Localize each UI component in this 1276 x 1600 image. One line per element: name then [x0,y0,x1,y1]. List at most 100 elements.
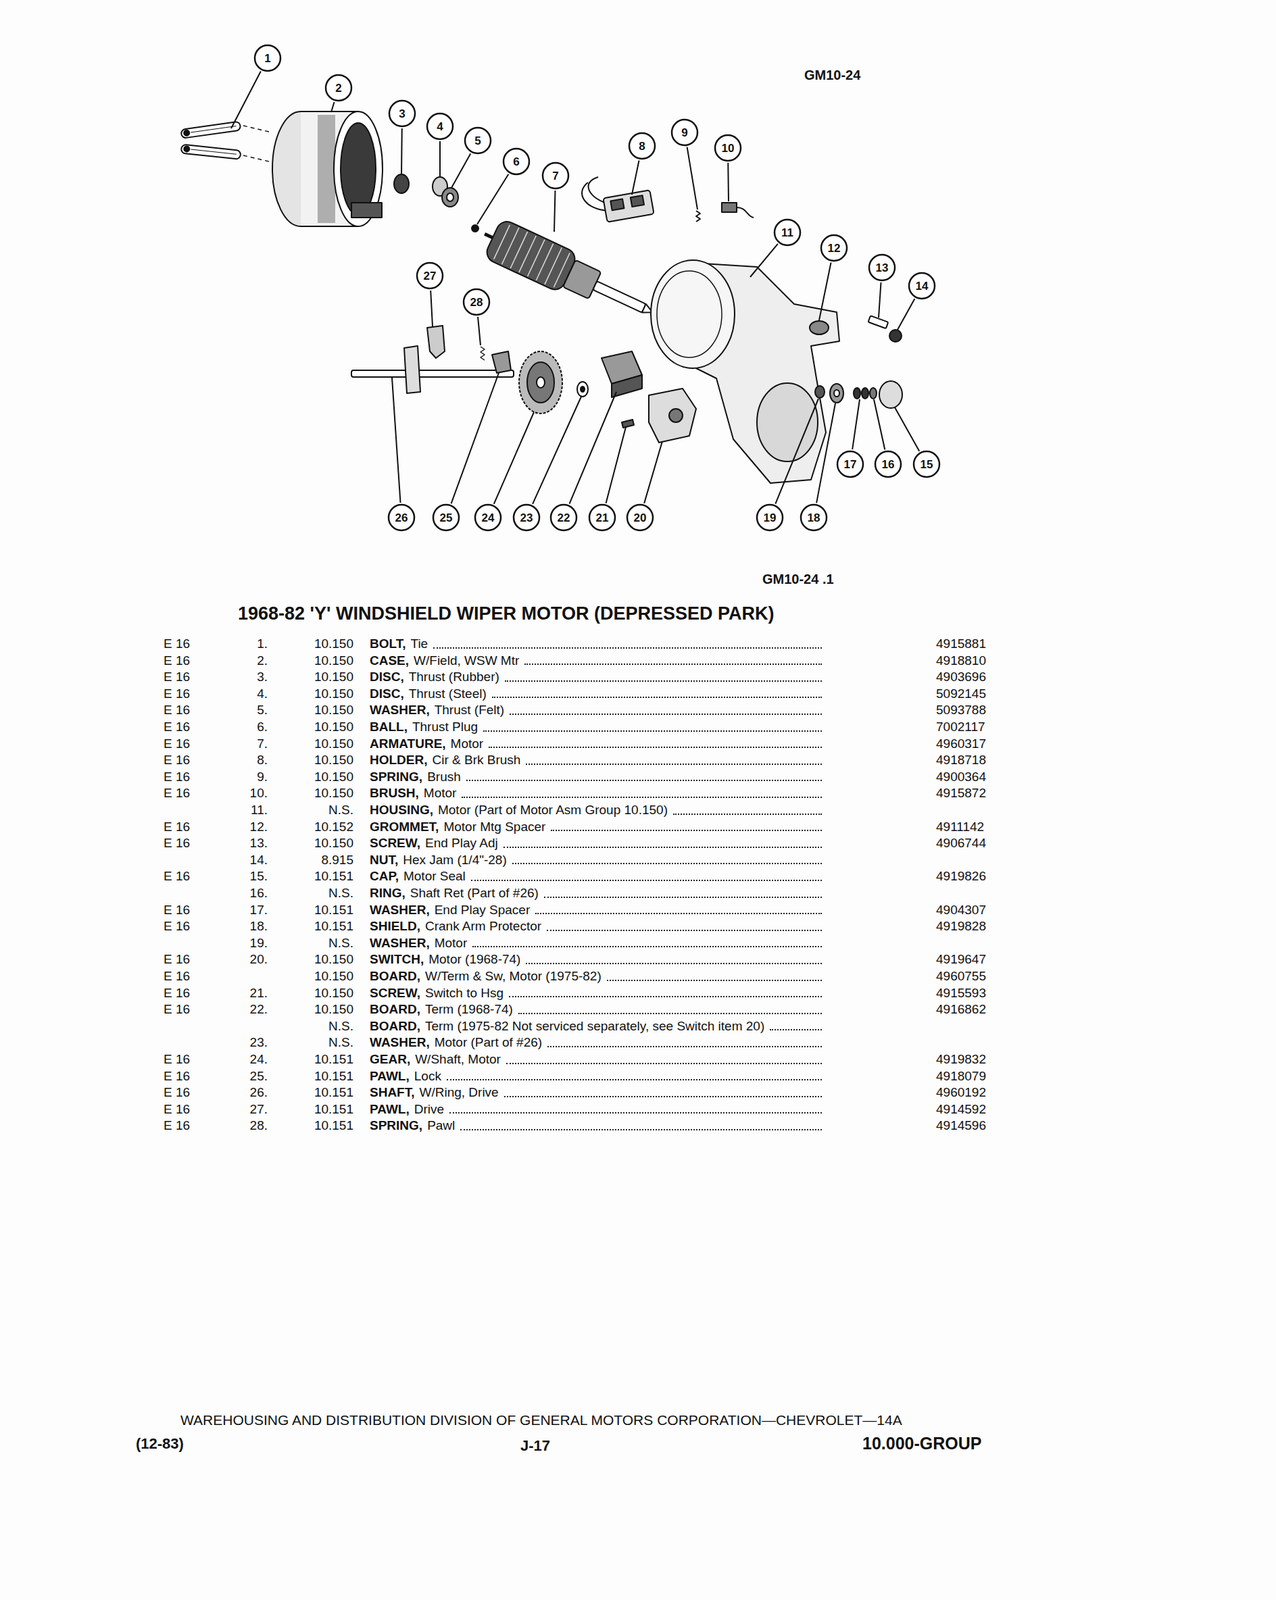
illustration-part [351,202,382,218]
catalog-code: E 16 [163,719,190,736]
leader-line [451,153,471,188]
illustration-part [535,243,553,281]
illustration-part [180,121,241,139]
part-number: 4904307 [936,902,987,920]
figure-code: GM10-24 .1 [762,571,834,588]
part-description: Shaft Ret (Part of #26) [410,885,539,903]
callout-number: 6 [502,147,531,176]
illustration-part [610,198,624,211]
part-description: W/Shaft, Motor [414,1051,501,1069]
leader-line [430,290,433,327]
part-description: Drive [414,1101,445,1119]
item-number: 21. [227,985,268,1003]
leader-line [894,407,920,452]
description-cell: BOARD,W/Term & Sw, Motor (1975-82) [369,968,822,986]
description-cell: WASHER,Thrust (Felt) [369,702,822,720]
group-number: 10.150 [292,1001,354,1019]
catalog-code: E 16 [163,685,190,703]
description-cell: SHIELD,Crank Arm Protector [369,918,822,936]
callout-number: 9 [670,118,699,147]
leader-line [606,427,626,504]
description-cell: SPRING,Pawl [369,1117,822,1135]
description-cell: BOARD,Term (1968-74) [369,1001,822,1019]
revision-date: (12-83) [135,1435,184,1454]
part-description: Motor [423,785,457,803]
callout-circle: 2 [324,73,353,103]
callout-number: 18 [799,503,828,532]
part-description: W/Field, WSW Mtr [413,652,520,670]
part-description: Thrust (Rubber) [408,669,500,686]
part-number: 4918079 [936,1068,987,1086]
part-name: GROMMET, [369,819,439,837]
group-number: 10.150 [292,985,354,1003]
catalog-code: E 16 [163,652,190,670]
group-number: 10.150 [292,719,354,736]
callout-circle: 13 [867,253,897,282]
description-cell: HOUSING,Motor (Part of Motor Asm Group 1… [369,802,822,820]
callout-circle: 6 [502,147,531,176]
illustration-part [340,123,376,215]
dot-leader [488,746,822,749]
group-number: N.S. [292,885,354,903]
catalog-code: E 16 [163,985,190,1003]
part-number: 4918810 [936,652,987,670]
part-number: 4915872 [936,785,987,803]
illustration-part [190,149,237,155]
illustration-part [577,381,588,397]
callout-number: 5 [463,126,493,155]
callout-number: 27 [415,261,445,290]
group-number: N.S. [292,1034,354,1052]
part-name: BOLT, [369,635,406,653]
leader-line [750,243,778,278]
group-number: 10.151 [292,902,354,920]
part-name: CASE, [369,652,409,670]
callout-circle: 28 [462,287,491,317]
part-description: Motor Mtg Spacer [443,819,546,837]
part-number: 4900364 [936,769,987,787]
description-cell: NUT,Hex Jam (1/4"-28) [369,852,822,870]
group-number: 10.151 [292,1117,354,1135]
group-number: 10.151 [292,918,354,936]
callout-number: 22 [549,503,578,532]
group-number: N.S. [292,802,354,820]
item-number: 4. [227,685,268,703]
illustration-part [853,387,861,399]
part-name: RING, [369,885,406,903]
illustration-part [351,370,514,378]
illustration-part [861,387,869,399]
item-number: 11. [227,802,268,820]
part-number: 4903696 [936,669,987,686]
catalog-code: E 16 [163,785,190,803]
part-description: Motor [434,935,468,953]
illustration-part [317,114,336,224]
part-name: SWITCH, [369,951,424,969]
item-number: 22. [227,1001,268,1019]
item-number: 14. [227,852,268,870]
callout-circle: 27 [415,261,445,290]
part-number: 4911142 [936,819,985,837]
footer-text: WAREHOUSING AND DISTRIBUTION DIVISION OF… [180,1412,903,1429]
callout-circle: 14 [907,271,937,301]
callout-number: 17 [836,450,865,479]
illustration-part [494,225,511,260]
dot-leader [546,929,822,932]
illustration-part [536,377,545,388]
part-name: DISC, [369,669,405,686]
leader-line [687,147,698,210]
leader-line [451,373,499,504]
part-name: WASHER, [369,902,430,920]
dot-leader [504,680,822,682]
dot-leader [492,696,822,699]
callout-circle: 17 [836,450,865,479]
illustration-part [427,325,445,359]
part-number: 4906744 [936,835,987,853]
illustration-part [721,202,737,213]
exploded-view [180,111,903,484]
dot-leader [460,1129,822,1131]
part-description: W/Term & Sw, Motor (1975-82) [425,968,602,986]
dot-leader [544,896,822,899]
illustration-part [243,155,272,163]
part-number: 7002117 [936,719,986,736]
item-number: 16. [227,885,268,903]
callout-number: 16 [873,450,903,479]
